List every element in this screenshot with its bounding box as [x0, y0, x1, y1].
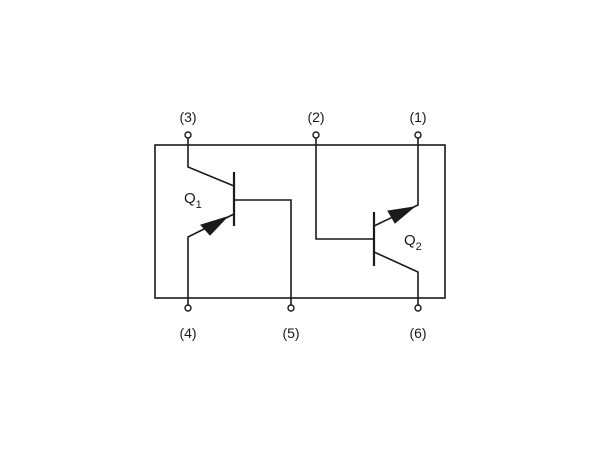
q2-emitter-wire [373, 138, 419, 227]
pin-4-label: (4) [179, 325, 196, 341]
package-outline [154, 144, 446, 299]
q1-label-subscript: 1 [196, 199, 202, 211]
pin-6-terminal [414, 304, 422, 312]
q1-collector-wire [187, 138, 235, 187]
pin-6-label: (6) [409, 325, 426, 341]
q2-emitter-arrow [387, 206, 416, 224]
pin-3-label: (3) [179, 109, 196, 125]
pin-2-terminal [312, 131, 320, 139]
pin-3-terminal [184, 131, 192, 139]
q1-emitter-arrow [200, 215, 229, 236]
pin-1-terminal [414, 131, 422, 139]
q1-base-wire [234, 199, 292, 305]
pin-1-label: (1) [409, 109, 426, 125]
q1-label-letter: Q [184, 190, 196, 207]
q2-collector-wire [373, 251, 419, 305]
pin-2-label: (2) [307, 109, 324, 125]
pin-5-terminal [287, 304, 295, 312]
pin-4-terminal [184, 304, 192, 312]
pin-5-label: (5) [282, 325, 299, 341]
q2-base-wire [315, 138, 374, 240]
q2-label-letter: Q [404, 232, 416, 249]
q2-label-subscript: 2 [416, 241, 422, 253]
q1-label: Q1 [184, 190, 202, 211]
q2-label: Q2 [404, 232, 422, 253]
